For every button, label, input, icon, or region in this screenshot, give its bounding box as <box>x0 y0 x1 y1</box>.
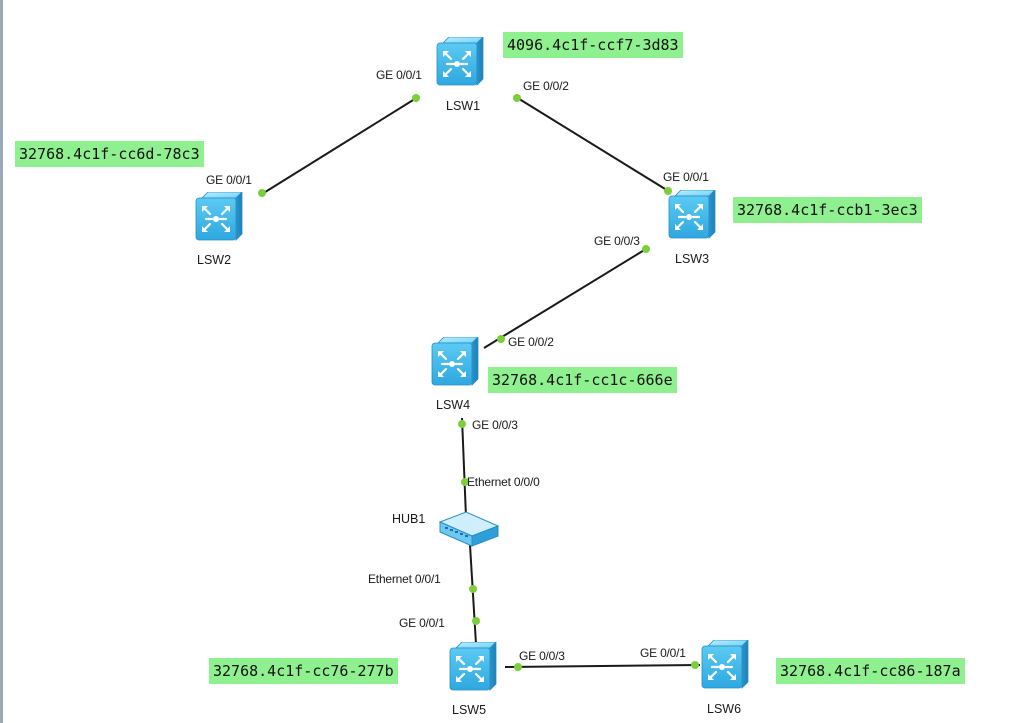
port-label-lsw2-ge001: GE 0/0/1 <box>206 173 252 187</box>
port-dot[interactable] <box>458 420 466 428</box>
port-label-lsw5-ge001: GE 0/0/1 <box>399 616 445 630</box>
port-dot[interactable] <box>469 585 477 593</box>
device-label-lsw4: LSW4 <box>436 398 471 412</box>
port-dot[interactable] <box>514 663 522 671</box>
bridge-id-lsw4: 32768.4c1f-cc1c-666e <box>488 367 677 393</box>
bridge-id-lsw3: 32768.4c1f-ccb1-3ec3 <box>733 197 922 223</box>
port-dot[interactable] <box>472 617 480 625</box>
bridge-id-lsw5: 32768.4c1f-cc76-277b <box>209 658 398 684</box>
window-left-border <box>0 0 3 723</box>
link-lsw1-lsw2[interactable] <box>261 96 419 195</box>
port-label-lsw1-ge001: GE 0/0/1 <box>376 68 422 82</box>
switch-icon[interactable] <box>446 642 500 694</box>
port-label-lsw6-ge001: GE 0/0/1 <box>640 646 686 660</box>
device-label-lsw1: LSW1 <box>446 99 481 113</box>
link-lsw4-hub1[interactable] <box>461 417 467 518</box>
switch-icon[interactable] <box>698 640 752 692</box>
device-label-lsw6: LSW6 <box>707 702 742 716</box>
device-label-hub1: HUB1 <box>392 512 426 526</box>
port-label-lsw3-ge001: GE 0/0/1 <box>663 170 709 184</box>
switch-icon[interactable] <box>433 37 487 89</box>
port-dot[interactable] <box>497 335 505 343</box>
link-lsw1-lsw3[interactable] <box>515 96 671 193</box>
link-lsw5-lsw6[interactable] <box>504 664 701 668</box>
switch-icon[interactable] <box>428 337 482 389</box>
port-label-lsw5-ge003: GE 0/0/3 <box>519 649 565 663</box>
port-label-lsw4-ge002: GE 0/0/2 <box>508 335 554 349</box>
port-label-lsw4-ge003: GE 0/0/3 <box>472 418 518 432</box>
device-label-lsw5: LSW5 <box>452 703 487 717</box>
device-label-lsw2: LSW2 <box>197 253 232 267</box>
port-dot[interactable] <box>258 189 266 197</box>
bridge-id-lsw1: 4096.4c1f-ccf7-3d83 <box>503 32 683 58</box>
port-dot[interactable] <box>664 187 672 195</box>
bridge-id-lsw2: 32768.4c1f-cc6d-78c3 <box>15 141 204 167</box>
port-dot[interactable] <box>691 661 699 669</box>
port-dot[interactable] <box>642 245 650 253</box>
port-label-hub1-eth000: Ethernet 0/0/0 <box>467 475 540 489</box>
link-lsw3-lsw4[interactable] <box>483 248 647 349</box>
port-dot[interactable] <box>513 94 521 102</box>
link-hub1-lsw5[interactable] <box>469 544 477 645</box>
port-label-lsw3-ge003: GE 0/0/3 <box>594 234 640 248</box>
switch-icon[interactable] <box>665 190 719 242</box>
port-dot[interactable] <box>412 94 420 102</box>
switch-icon[interactable] <box>192 192 246 244</box>
port-dot[interactable] <box>461 478 469 486</box>
bridge-id-lsw6: 32768.4c1f-cc86-187a <box>776 658 965 684</box>
port-label-hub1-eth001: Ethernet 0/0/1 <box>368 572 441 586</box>
hub-icon[interactable] <box>436 508 502 550</box>
port-label-lsw1-ge002: GE 0/0/2 <box>523 79 569 93</box>
device-label-lsw3: LSW3 <box>675 252 710 266</box>
